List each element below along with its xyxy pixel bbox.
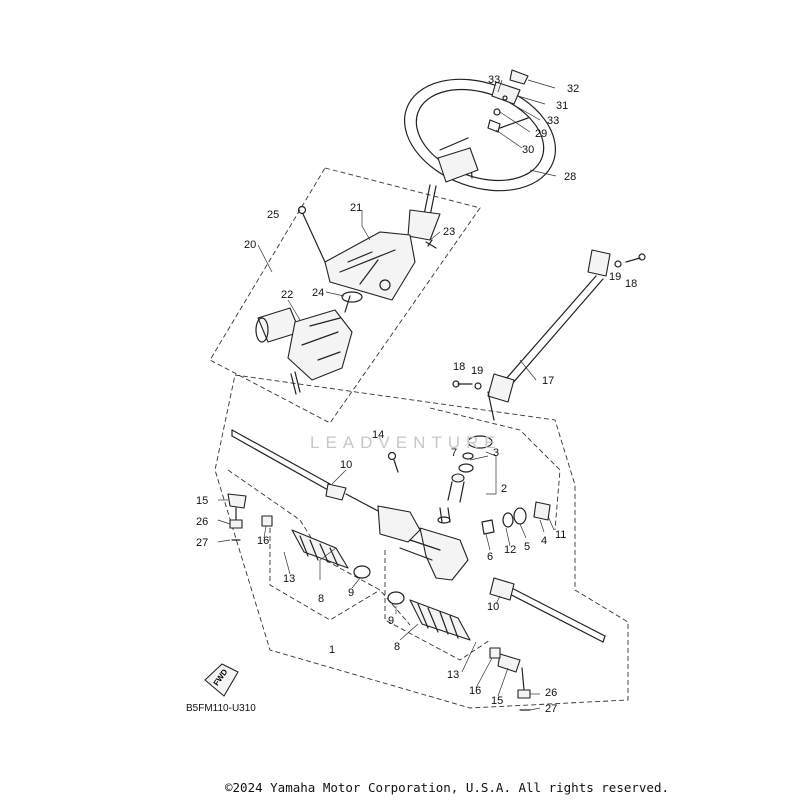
rack-boot-right [387,591,471,641]
steering-rack [231,429,606,643]
callout-20: 20 [244,239,256,251]
callout-13a: 13 [283,573,295,585]
column-bolt-small [425,239,437,249]
boot-left-group-border [269,520,381,621]
shaft-bolt-upper [614,253,646,268]
callout-12: 12 [504,544,516,556]
callout-16a: 16 [257,535,269,547]
callout-26a: 26 [196,516,208,528]
callout-9a: 9 [348,587,354,599]
pinion-seals [447,435,493,503]
callout-29: 29 [535,128,547,140]
shaft-bolt-lower [452,380,482,390]
column-bolt [297,205,326,263]
tie-rod-end-left [227,493,273,541]
rack-adjuster [481,501,551,535]
watermark-text: LEADVENTURE [310,433,502,452]
callout-28: 28 [564,171,576,183]
callout-27b: 27 [545,703,557,715]
steering-wheel [403,78,557,192]
steering-column-group-border [209,167,481,424]
callout-33b: 33 [547,115,559,127]
column-band [341,291,363,303]
leader-lines [217,79,557,711]
callout-30: 30 [522,144,534,156]
callout-31: 31 [556,100,568,112]
callout-14: 14 [372,429,384,441]
callout-32: 32 [567,83,579,95]
callout-4: 4 [541,535,547,547]
callout-24: 24 [312,287,324,299]
steering-gear-group-border [214,374,629,709]
callout-19a: 19 [609,271,621,283]
valve-group-border [429,407,561,531]
callout-23: 23 [443,226,455,238]
gear-housing [377,505,469,581]
callout-27a: 27 [196,537,208,549]
callout-13b: 13 [447,669,459,681]
boot-right-group-border [384,550,491,661]
callout-10a: 10 [340,459,352,471]
callout-25: 25 [267,209,279,221]
callout-15b: 15 [491,695,503,707]
callout-1: 1 [329,644,335,656]
tie-rod-end-right [489,647,531,711]
callout-26b: 26 [545,687,557,699]
callout-18b: 18 [453,361,465,373]
callout-7: 7 [451,447,457,459]
eps-unit [255,295,353,395]
callout-16b: 16 [469,685,481,697]
callout-33a: 33 [488,74,500,86]
callout-10b: 10 [487,601,499,613]
intermediate-shaft [487,249,611,421]
callout-17: 17 [542,375,554,387]
callout-9b: 9 [388,615,394,627]
callout-5: 5 [524,541,530,553]
callout-labels: 1 2 3 4 5 6 7 8 8 9 9 10 10 11 12 13 13 … [196,74,637,715]
steering-wheel-emblem [487,69,529,133]
gear-mount-bolt [387,451,399,473]
callout-3: 3 [493,447,499,459]
callout-19b: 19 [471,365,483,377]
forward-direction-arrow: FWD [204,663,239,697]
callout-6: 6 [487,551,493,563]
callout-22: 22 [281,289,293,301]
callout-11: 11 [555,529,566,541]
callout-21: 21 [350,202,362,214]
diagram-code: B5FM110-U310 [186,703,256,714]
callout-15a: 15 [196,495,208,507]
rack-boot-left [291,529,371,579]
callout-8a: 8 [318,593,324,605]
copyright-notice: ©2024 Yamaha Motor Corporation, U.S.A. A… [225,780,670,795]
callout-18a: 18 [625,278,637,290]
callout-2: 2 [501,483,507,495]
callout-8b: 8 [394,641,400,653]
steering-column [324,184,441,301]
